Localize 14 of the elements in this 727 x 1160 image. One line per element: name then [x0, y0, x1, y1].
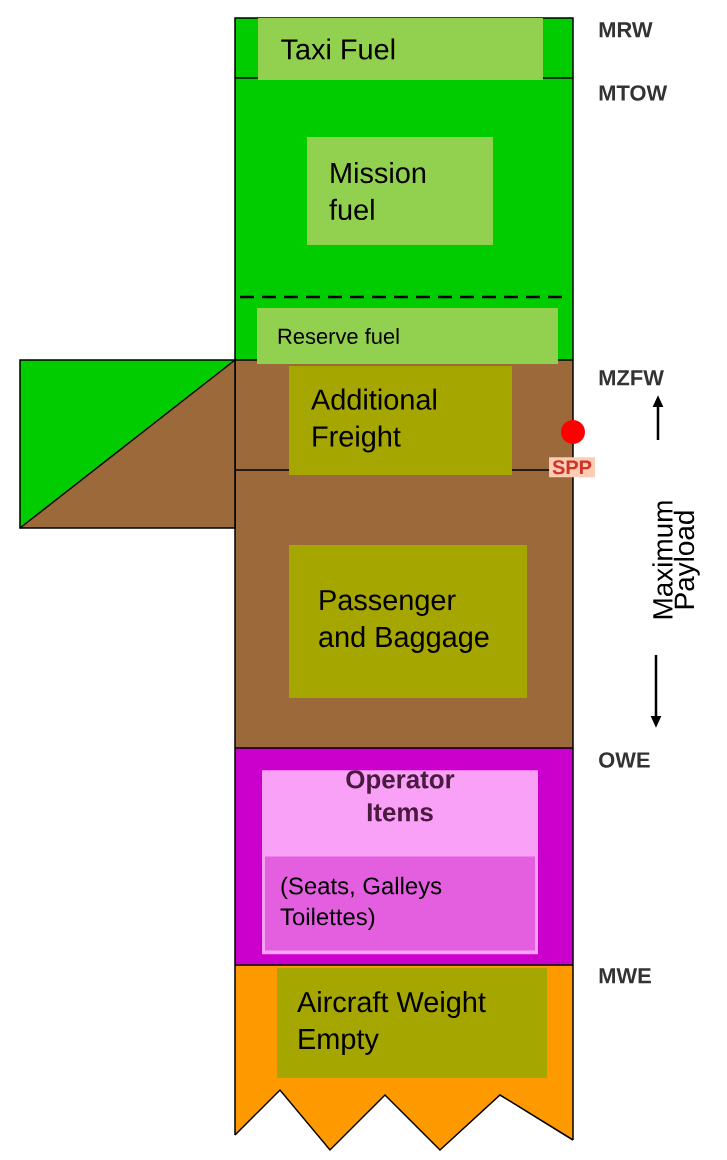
weight-label: MWE	[599, 968, 651, 984]
label-box: Passenger and Baggage	[289, 545, 527, 698]
weight-label: MTOW	[599, 85, 668, 101]
axis-label: Maximum Payload	[652, 501, 700, 619]
label-box: Aircraft Weight Empty	[277, 968, 547, 1078]
label-box: Mission fuel	[307, 137, 493, 245]
label-box: Reserve fuel	[257, 308, 558, 364]
weight-label: MRW	[599, 22, 653, 38]
label-box: Taxi Fuel	[258, 18, 543, 80]
weight-label: OWE	[599, 752, 650, 768]
weight-label: MZFW	[599, 370, 664, 386]
point-label: SPP	[549, 457, 595, 478]
label-box: (Seats, Galleys Toilettes)	[265, 856, 535, 951]
label-box: Additional Freight	[289, 366, 512, 475]
